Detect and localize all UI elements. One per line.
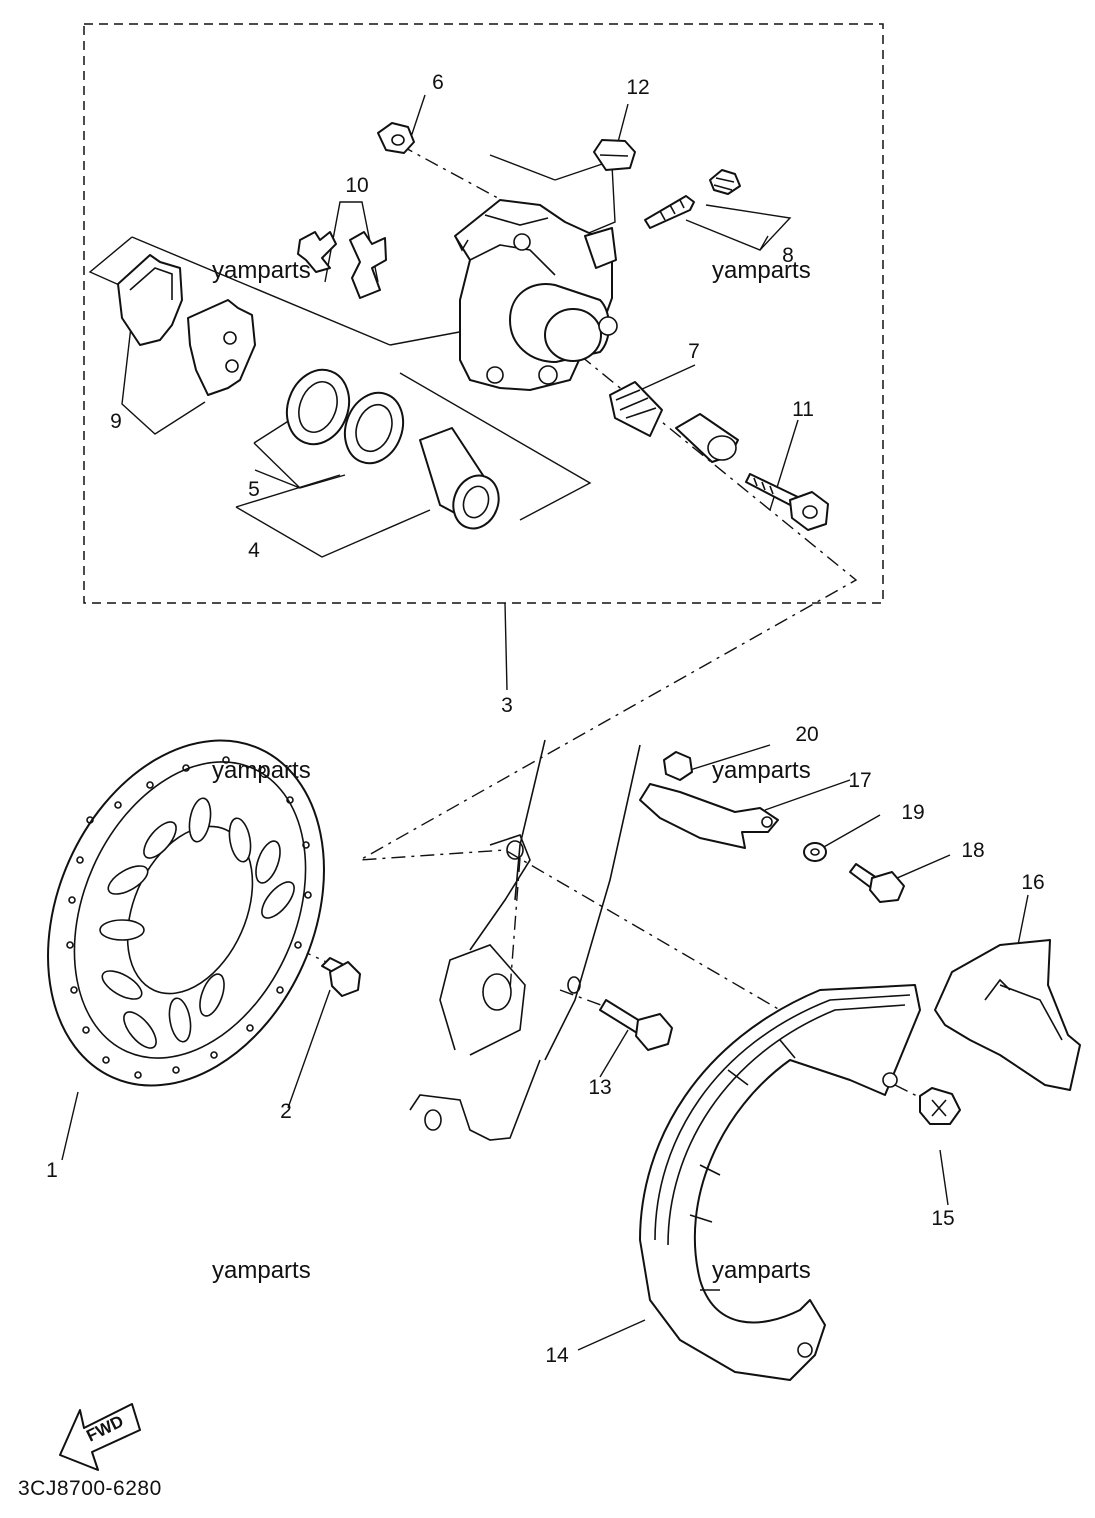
- part-19-washer: [803, 842, 827, 862]
- part-20-nut: [663, 751, 693, 781]
- watermark: yamparts: [712, 257, 811, 284]
- part-label-16: 16: [1021, 871, 1044, 894]
- part-13-bolt: [599, 999, 673, 1051]
- part-label-9: 9: [110, 410, 122, 433]
- part-label-8: 8: [782, 244, 794, 267]
- front-fork-outline: [409, 739, 641, 1141]
- part-label-2: 2: [280, 1100, 292, 1123]
- part-15-screw: [919, 1087, 961, 1125]
- part-label-6: 6: [432, 71, 444, 94]
- part-label-5: 5: [248, 478, 260, 501]
- part-5-seals: [285, 368, 405, 465]
- part-14-disc-guard: [639, 984, 921, 1381]
- watermark: yamparts: [212, 257, 311, 284]
- part-label-14: 14: [545, 1344, 569, 1367]
- forward-direction-arrow: FWD: [59, 1403, 141, 1471]
- part-label-13: 13: [588, 1076, 611, 1099]
- part-label-10: 10: [345, 174, 368, 197]
- part-label-20: 20: [795, 723, 818, 746]
- part-label-3: 3: [501, 694, 513, 717]
- part-18-bolt: [849, 863, 905, 903]
- part-label-1: 1: [46, 1159, 58, 1182]
- leader-lines: [61, 94, 1029, 1351]
- drawing-code: 3CJ8700-6280: [18, 1477, 162, 1500]
- part-11-bolt: [745, 473, 829, 531]
- part-4-piston: [419, 427, 500, 530]
- part-16-bracket: [934, 939, 1081, 1091]
- part-17-clamp: [639, 783, 779, 849]
- part-label-7: 7: [688, 340, 700, 363]
- part-10-pad-springs: [297, 231, 387, 299]
- watermark: yamparts: [712, 1257, 811, 1284]
- watermark: yamparts: [712, 757, 811, 784]
- part-label-15: 15: [931, 1207, 954, 1230]
- part-9-brake-pads: [117, 254, 256, 396]
- part-12-cap: [593, 139, 636, 171]
- caliper-assembly-box: [83, 23, 884, 604]
- part-7-boot-and-pin: [609, 381, 739, 463]
- part-label-11: 11: [792, 398, 814, 421]
- watermark: yamparts: [212, 1257, 311, 1284]
- part-label-19: 19: [901, 801, 924, 824]
- watermark-layer: yamparts yamparts yamparts yamparts yamparts…: [212, 257, 811, 1284]
- part-label-12: 12: [626, 76, 649, 99]
- part-2-disc-bolt: [321, 957, 361, 997]
- part-label-18: 18: [961, 839, 984, 862]
- part-1-brake-disc: [47, 739, 325, 1087]
- watermark: yamparts: [212, 757, 311, 784]
- part-8-bleed-screw: [644, 169, 741, 229]
- part-label-17: 17: [848, 769, 871, 792]
- part-label-4: 4: [248, 539, 260, 562]
- part-6-plug: [377, 122, 415, 154]
- caliper-body: [454, 199, 618, 391]
